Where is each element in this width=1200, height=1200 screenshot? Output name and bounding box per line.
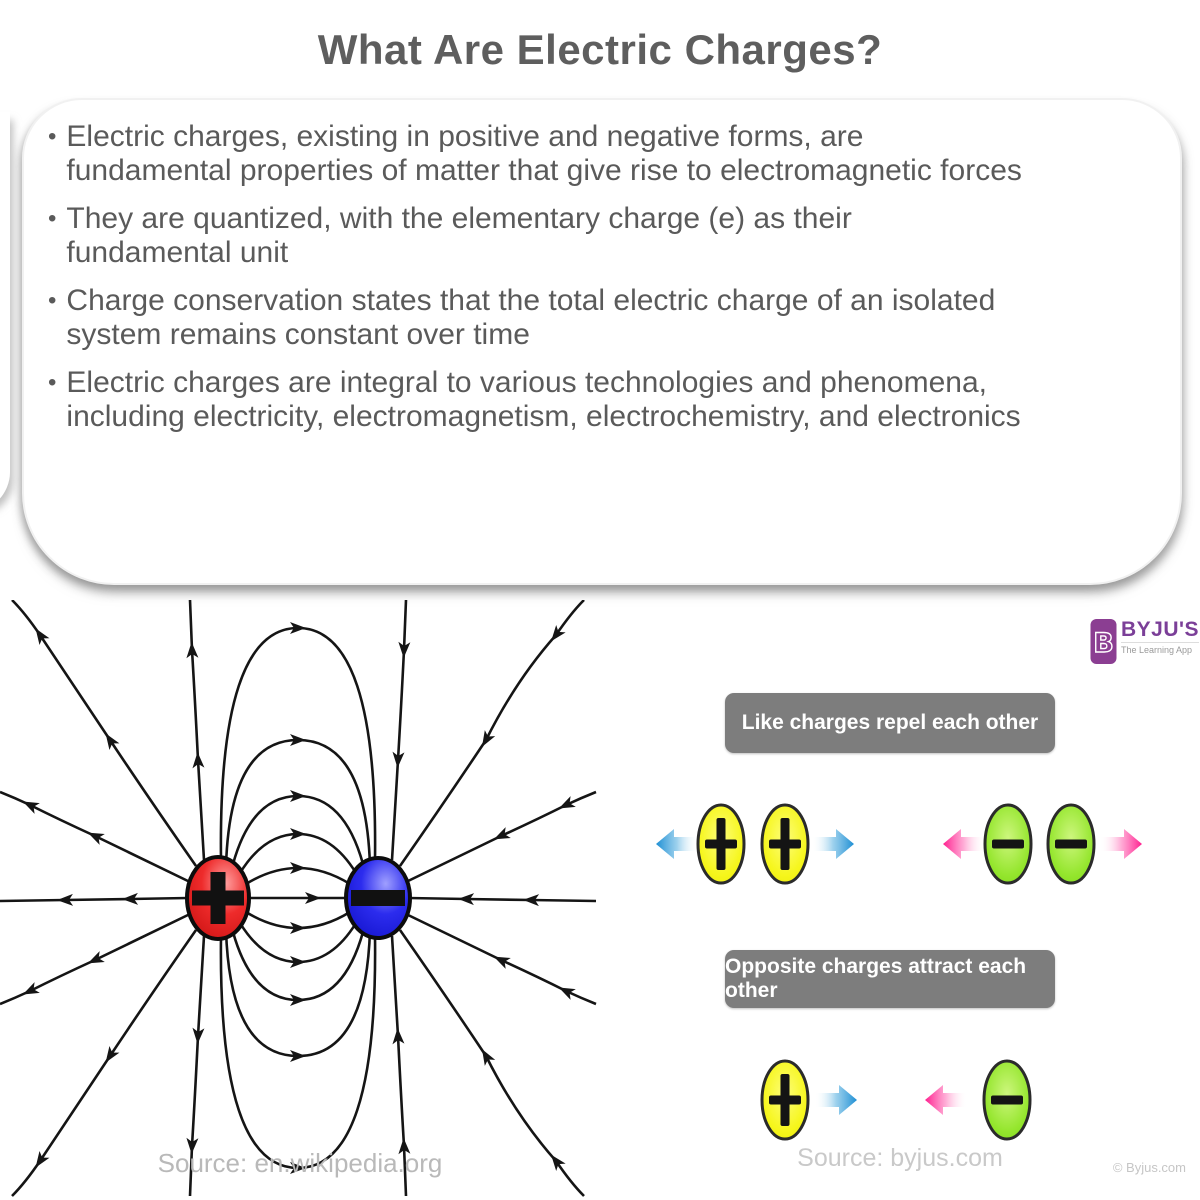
- negative-charge: [344, 856, 412, 940]
- byjus-logo: B BYJU'S The Learning App: [1090, 618, 1200, 666]
- bullet-dot: •: [48, 287, 57, 314]
- pink-arrow-right-icon: [1100, 829, 1142, 859]
- attract-banner: Opposite charges attract each other: [725, 950, 1055, 1008]
- bullet-dot: •: [48, 123, 57, 150]
- positive-charge-small: [760, 803, 810, 885]
- bullet-item: •They are quantized, with the elementary…: [48, 202, 852, 269]
- field-lines: [0, 600, 597, 1197]
- repel-diagram: [656, 803, 1142, 885]
- plus-icon: [769, 818, 801, 870]
- minus-icon: [1055, 839, 1087, 849]
- byjus-tagline: The Learning App: [1121, 642, 1200, 655]
- pink-arrow-left-icon: [925, 1085, 967, 1115]
- minus-icon: [991, 1095, 1023, 1105]
- svg-text:B: B: [1093, 628, 1114, 659]
- bullet-item: •Electric charges are integral to variou…: [48, 366, 1021, 433]
- positive-charge-small: [760, 1059, 810, 1141]
- byjus-b-icon: B: [1090, 619, 1117, 664]
- source-wikipedia: Source: en.wikipedia.org: [157, 1148, 443, 1178]
- positive-charge-small: [696, 803, 746, 885]
- negative-charge-small: [1046, 803, 1096, 885]
- plus-icon: [705, 818, 737, 870]
- repel-banner: Like charges repel each other: [725, 693, 1055, 753]
- negative-charge-small: [982, 1059, 1032, 1141]
- bullet-item: •Electric charges, existing in positive …: [48, 120, 1022, 187]
- blue-arrow-left-icon: [656, 829, 698, 859]
- summary-card: •Electric charges, existing in positive …: [22, 98, 1182, 585]
- plus-icon: [192, 872, 244, 924]
- copyright-text: © Byjus.com: [1112, 1160, 1186, 1175]
- bullet-dot: •: [48, 205, 57, 232]
- negative-charge-small: [983, 803, 1033, 885]
- page-title: What Are Electric Charges?: [317, 26, 883, 73]
- bullet-item: •Charge conservation states that the tot…: [48, 284, 996, 351]
- bullet-list: •Electric charges, existing in positive …: [24, 100, 1180, 434]
- pink-arrow-left-icon: [943, 829, 985, 859]
- byjus-brand-text: BYJU'S: [1121, 618, 1200, 641]
- attract-diagram: [760, 1059, 1032, 1141]
- minus-icon: [351, 890, 405, 906]
- dipole-field-diagram: [0, 600, 597, 1197]
- bullet-dot: •: [48, 369, 57, 396]
- plus-icon: [769, 1074, 801, 1126]
- positive-charge: [185, 855, 251, 941]
- blue-arrow-right-icon: [815, 1085, 857, 1115]
- background-card-edge: [0, 112, 10, 512]
- minus-icon: [992, 839, 1024, 849]
- source-byjus: Source: byjus.com: [797, 1144, 1003, 1172]
- blue-arrow-right-icon: [812, 829, 854, 859]
